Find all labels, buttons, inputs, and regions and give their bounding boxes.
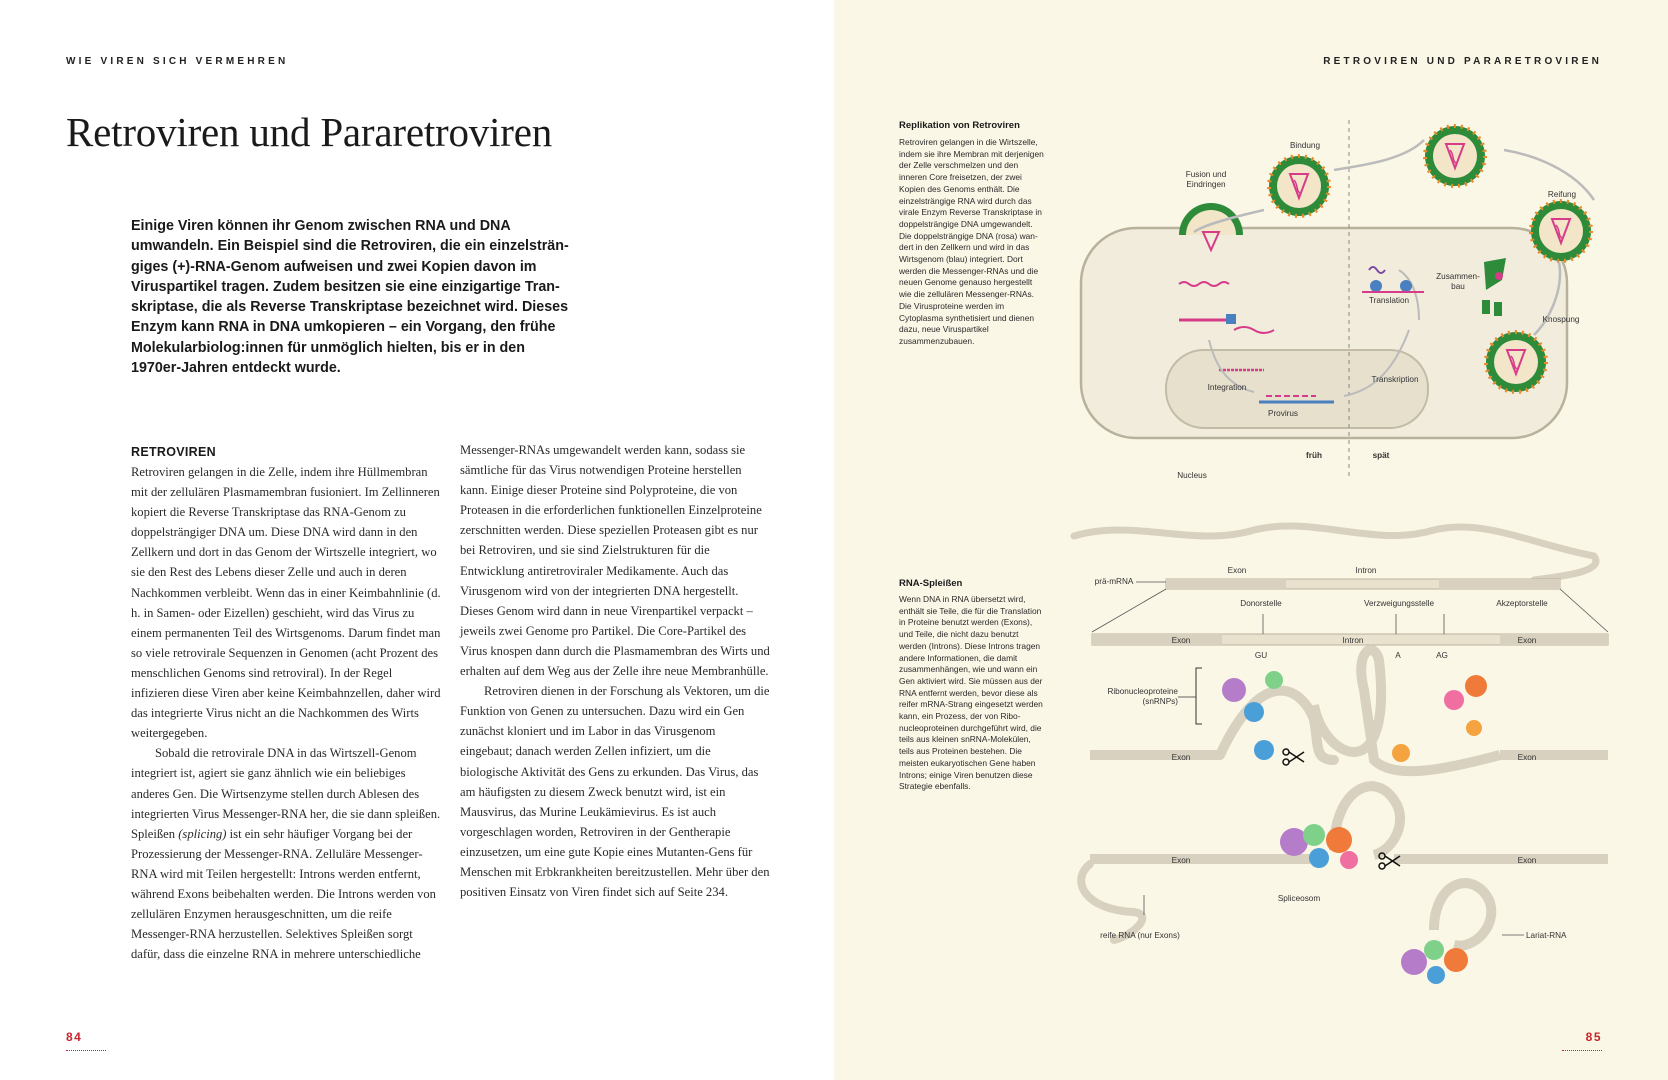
splicing-heading: RNA-Spleißen [899,578,963,589]
splicing-caption: Wenn DNA in RNA übersetzt wird, enthält … [899,594,1043,792]
label-a: A [1395,651,1401,660]
label-exon-row3-right: Exon [1517,856,1537,865]
label-intron-top: Intron [1355,566,1377,575]
virus-top-icon [1423,124,1487,188]
label-reife-rna: reife RNA (nur Exons) [1100,931,1180,940]
label-knospung: Knospung [1542,315,1580,324]
label-intron-row1: Intron [1342,636,1364,645]
page-number-left: 84 [66,1030,83,1044]
body-paragraph: Retroviren gelangen in die Zelle, indem … [131,465,441,741]
label-snrnp: Ribonucleoproteine (snRNPs) [1107,687,1178,706]
replication-diagram [1079,120,1596,480]
text-column-1: RETROVIREN Retroviren gelangen in die Ze… [131,442,441,964]
label-exon-row2-left: Exon [1171,753,1191,762]
label-frueh: früh [1306,451,1322,460]
folio-ornament [66,1050,106,1051]
label-lariat: Lariat-RNA [1526,931,1567,940]
label-ag: AG [1436,651,1448,660]
replication-heading: Replikation von Retroviren [899,120,1020,131]
folio-ornament [1562,1050,1602,1051]
label-verzweigung: Verzweigungsstelle [1363,599,1435,608]
label-donorstelle: Donorstelle [1240,599,1282,608]
label-bindung: Bindung [1289,141,1321,150]
label-transkription: Transkription [1371,375,1419,384]
label-pra-mrna: prä-mRNA [1094,577,1134,586]
virus-bindung-icon [1267,154,1331,218]
label-exon-top: Exon [1227,566,1247,575]
diagram-graphics [1070,120,1609,984]
lede-paragraph: Einige Viren können ihr Genom zwischen R… [131,218,569,377]
body-paragraph: Retroviren dienen in der Forschung als V… [460,684,770,900]
text-column-2: Messenger-RNAs umgewandelt werden kann, … [460,440,770,902]
label-nucleus: Nucleus [1177,471,1207,480]
label-exon-row1-right: Exon [1517,636,1537,645]
label-exon-row1-left: Exon [1171,636,1191,645]
running-head-right: RETROVIREN UND PARARETROVIREN [1323,56,1602,67]
label-fusion: Fusion und Eindringen [1185,170,1227,189]
body-paragraph: Messenger-RNAs umgewandelt werden kann, … [460,443,770,679]
label-exon-row3-left: Exon [1171,856,1191,865]
left-page: WIE VIREN SICH VERMEHREN Retroviren und … [66,56,770,1051]
label-spaet: spät [1372,451,1390,460]
splicing-diagram [1070,522,1609,984]
label-reifung: Reifung [1547,190,1577,199]
label-gu: GU [1254,651,1268,660]
label-provirus: Provirus [1267,409,1299,418]
running-head-left: WIE VIREN SICH VERMEHREN [66,56,289,67]
replication-caption: Retroviren gelangen in die Wirtszelle, i… [899,137,1044,346]
right-page: RETROVIREN UND PARARETROVIREN Replikatio… [834,0,1668,1080]
page-number-right: 85 [1585,1030,1602,1044]
label-exon-row2-right: Exon [1517,753,1537,762]
label-zusammenbau: Zusammen­bau [1436,272,1480,291]
label-integration: Integration [1207,383,1247,392]
label-akzeptor: Akzeptorstelle [1496,599,1548,608]
body-paragraph: Sobald die retrovirale DNA in das Wirtsz… [131,746,441,962]
section-heading: RETROVIREN [131,445,216,459]
page-title: Retroviren und Pararetroviren [66,109,553,155]
virus-knospung-icon [1484,330,1548,394]
virus-reifung-icon [1529,199,1593,263]
label-translation: Translation [1368,296,1410,305]
label-spliceosom: Spliceosom [1277,894,1321,903]
